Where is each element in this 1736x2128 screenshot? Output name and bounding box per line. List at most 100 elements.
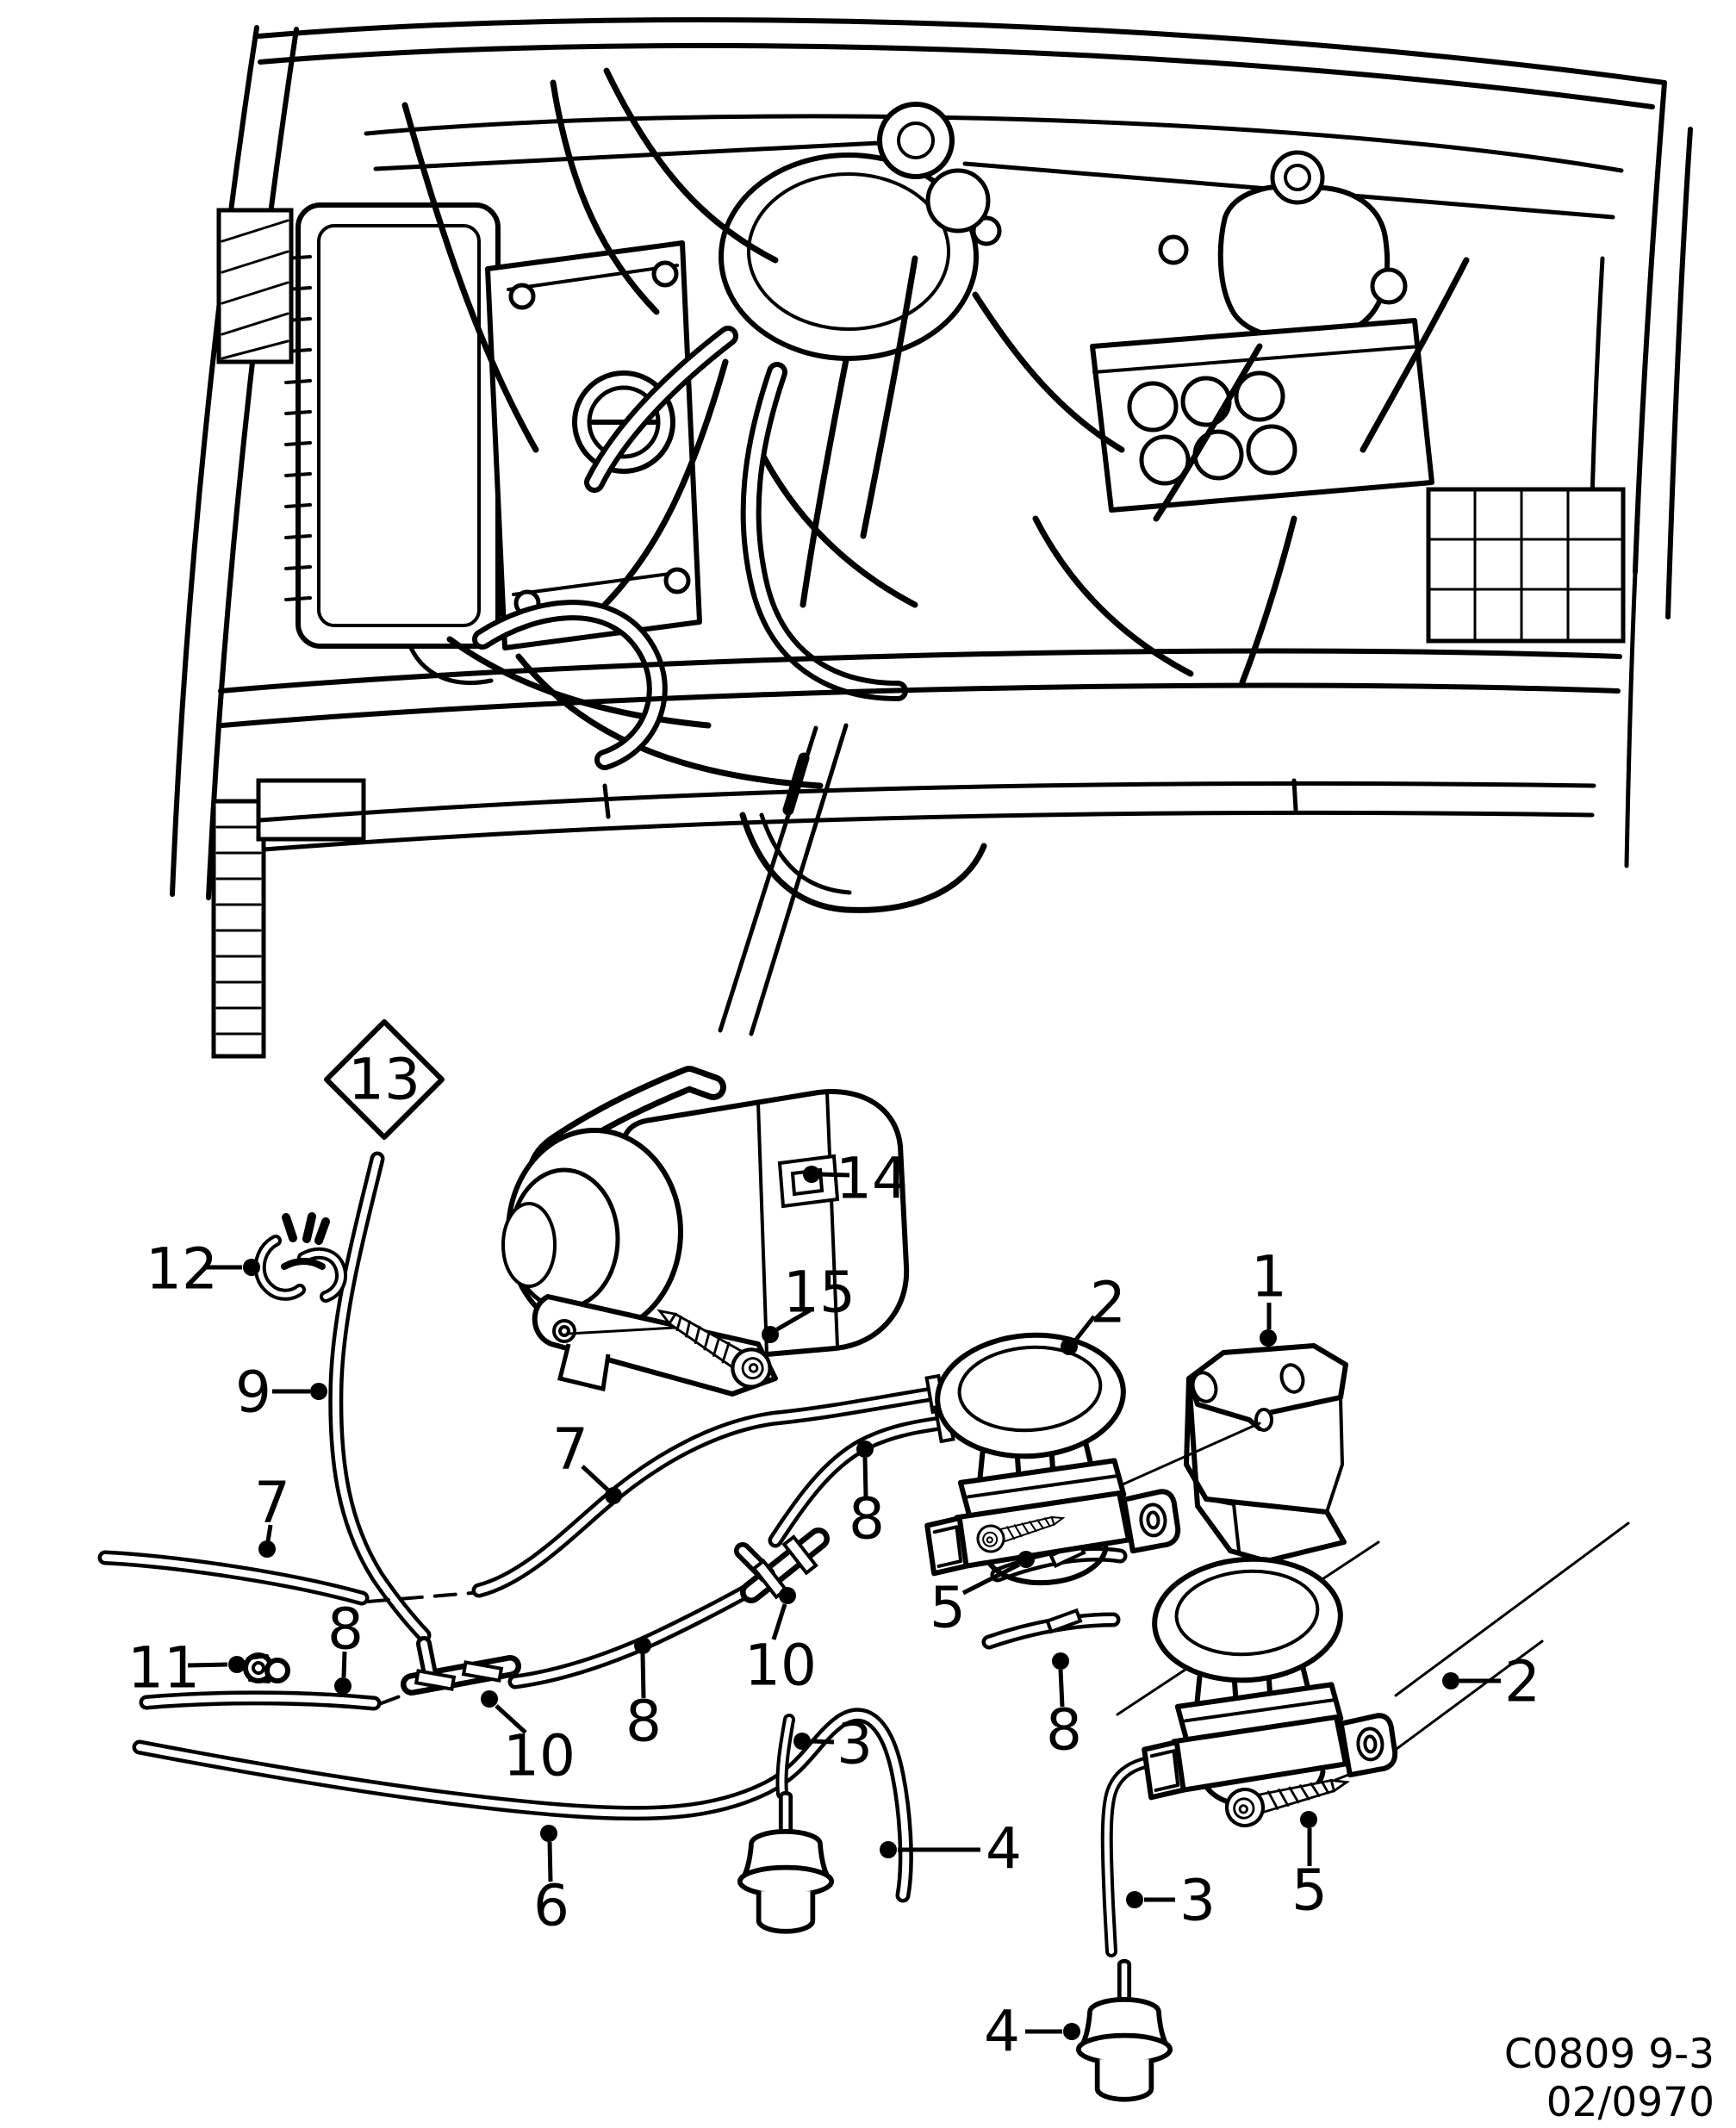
callout-number: 12 xyxy=(146,1236,218,1303)
callout-number: 7 xyxy=(552,1416,588,1483)
callout-number: 5 xyxy=(1291,1857,1328,1924)
callout-dot xyxy=(1063,2023,1080,2040)
callout-10a: 10 xyxy=(744,1587,817,1699)
callout-dot xyxy=(1260,1329,1277,1347)
t-connector-upper xyxy=(734,1528,830,1603)
hose-8-middle xyxy=(507,1581,759,1689)
callout-2b: 2 xyxy=(1442,1649,1540,1715)
check-valve-right xyxy=(1079,1961,1170,2100)
callout-number: 8 xyxy=(625,1689,662,1755)
callout-leader xyxy=(862,1457,868,1497)
callout-1: 1 xyxy=(1251,1244,1287,1347)
callout-leader xyxy=(581,1465,609,1491)
callout-leader xyxy=(341,1651,347,1678)
callout-leader xyxy=(547,1841,553,1882)
callout-6: 6 xyxy=(533,1825,569,1939)
solenoid-valve-lower xyxy=(1131,1550,1397,1814)
callout-11: 11 xyxy=(128,1635,246,1702)
callout-dot xyxy=(793,1733,811,1750)
callout-leader xyxy=(961,1562,1021,1596)
callout-leader xyxy=(187,1662,228,1668)
callout-dot xyxy=(779,1587,796,1604)
callout-5a: 5 xyxy=(930,1551,1035,1641)
callout-leader xyxy=(1073,1315,1096,1342)
hose-7-long xyxy=(471,1386,940,1598)
callout-number: 2 xyxy=(1090,1270,1126,1336)
callout-number: 5 xyxy=(930,1575,966,1641)
callout-dot xyxy=(880,1841,897,1858)
callout-number: 10 xyxy=(744,1633,817,1699)
pump-illustration xyxy=(501,1066,910,1397)
vacuum-system-detail: 13 xyxy=(97,1019,1630,2100)
callout-leader xyxy=(771,1603,787,1640)
callout-dot xyxy=(310,1383,327,1400)
callout-dot xyxy=(1126,1891,1143,1908)
clip-11 xyxy=(243,1652,290,1683)
callout-number: 8 xyxy=(1046,1697,1082,1764)
callout-dot xyxy=(762,1326,779,1343)
callout-leader xyxy=(819,1172,850,1178)
callout-number: 6 xyxy=(533,1873,569,1939)
solenoid-valve-upper xyxy=(914,1326,1180,1590)
callout-dot xyxy=(1061,1338,1078,1355)
callout-dot xyxy=(228,1656,246,1673)
callout-number: 1 xyxy=(1251,1244,1287,1310)
callout-dot xyxy=(605,1487,622,1504)
callout-5b: 5 xyxy=(1291,1811,1328,1924)
callout-8d: 8 xyxy=(1046,1652,1082,1764)
callout-3b: 3 xyxy=(1126,1868,1216,1934)
diamond-callout-label: 13 xyxy=(348,1047,420,1113)
callout-dot xyxy=(1017,1551,1035,1568)
callout-14: 14 xyxy=(803,1146,908,1212)
engine-bay-illustration xyxy=(170,17,1693,1059)
callout-dot xyxy=(481,1690,498,1708)
alignment-line xyxy=(1394,1521,1630,1697)
callout-dot xyxy=(803,1166,820,1183)
callout-4a: 4 xyxy=(880,1816,1022,1882)
callout-number: 7 xyxy=(254,1470,290,1536)
callout-2a: 2 xyxy=(1061,1270,1126,1355)
inline-connector-lower xyxy=(401,1636,521,1696)
dashed-alignment-line xyxy=(377,1692,408,1706)
callout-number: 3 xyxy=(837,1711,873,1777)
hose-8-left xyxy=(139,1690,382,1711)
callout-number: 4 xyxy=(986,1816,1022,1882)
callout-number: 4 xyxy=(984,1999,1020,2065)
callout-3a: 3 xyxy=(793,1711,873,1777)
callout-dot xyxy=(634,1637,651,1654)
callout-number: 8 xyxy=(849,1486,885,1552)
clip-12 xyxy=(253,1212,347,1303)
callout-dot xyxy=(334,1677,352,1695)
hose-3-center xyxy=(775,1714,795,1800)
callout-dot xyxy=(243,1259,260,1276)
callout-7b: 7 xyxy=(552,1416,622,1504)
bracket-illustration xyxy=(1184,1343,1348,1564)
check-valve-center xyxy=(740,1793,831,1932)
callout-number: 10 xyxy=(503,1723,576,1789)
callout-dot xyxy=(540,1825,557,1842)
callout-number: 14 xyxy=(836,1146,908,1212)
callout-dot xyxy=(258,1540,276,1558)
diamond-callout: 13 xyxy=(324,1019,445,1140)
callout-number: 3 xyxy=(1179,1868,1216,1934)
callout-leader xyxy=(775,1308,812,1332)
callout-15: 15 xyxy=(762,1260,856,1343)
callout-leader xyxy=(640,1653,646,1699)
doc-code-line2: 02/0970 xyxy=(1546,2079,1714,2126)
hose-6 xyxy=(132,1708,913,1903)
doc-code-line1: C0809 9-3 xyxy=(1504,2031,1714,2078)
hose-7-left xyxy=(97,1550,370,1606)
callout-number: 8 xyxy=(327,1596,364,1663)
callout-dot xyxy=(1052,1652,1069,1670)
callout-leader xyxy=(1058,1669,1065,1708)
detail-pointer-lines xyxy=(718,723,849,1036)
callout-leader xyxy=(810,1739,835,1745)
hose-collar xyxy=(1045,1608,1083,1634)
hose-9 xyxy=(328,1151,432,1643)
callout-leader xyxy=(495,1704,527,1734)
callout-leader xyxy=(265,1524,273,1542)
callout-7a: 7 xyxy=(254,1470,290,1558)
callout-dot xyxy=(856,1440,874,1458)
callout-8c: 8 xyxy=(625,1637,662,1755)
